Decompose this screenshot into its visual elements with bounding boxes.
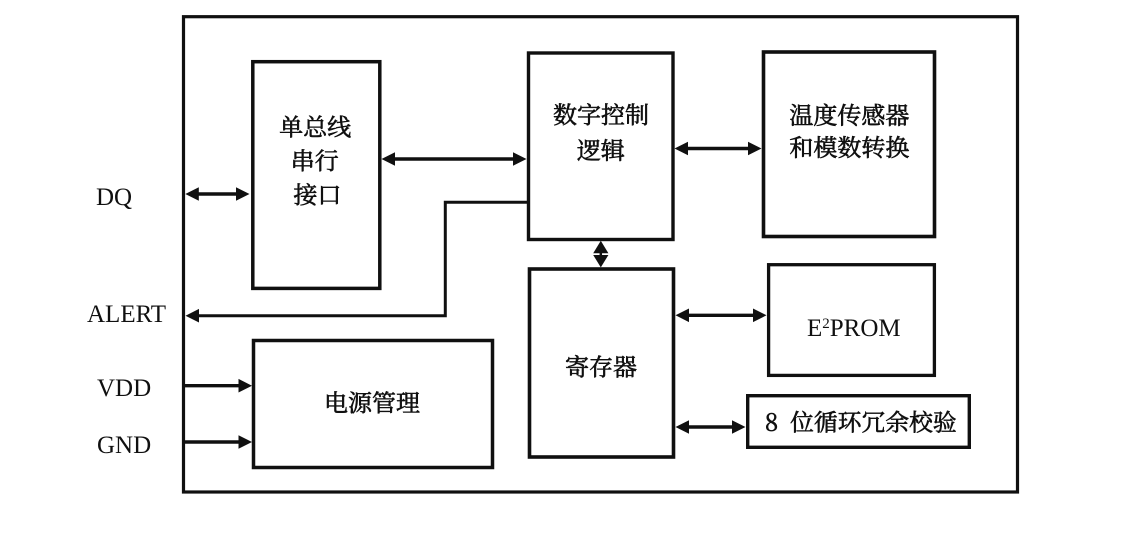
svg-text:E2PROM: E2PROM — [807, 315, 901, 342]
svg-text:VDD: VDD — [97, 375, 151, 402]
svg-text:ALERT: ALERT — [87, 301, 166, 328]
svg-text:GND: GND — [97, 432, 151, 459]
svg-text:DQ: DQ — [96, 184, 132, 211]
